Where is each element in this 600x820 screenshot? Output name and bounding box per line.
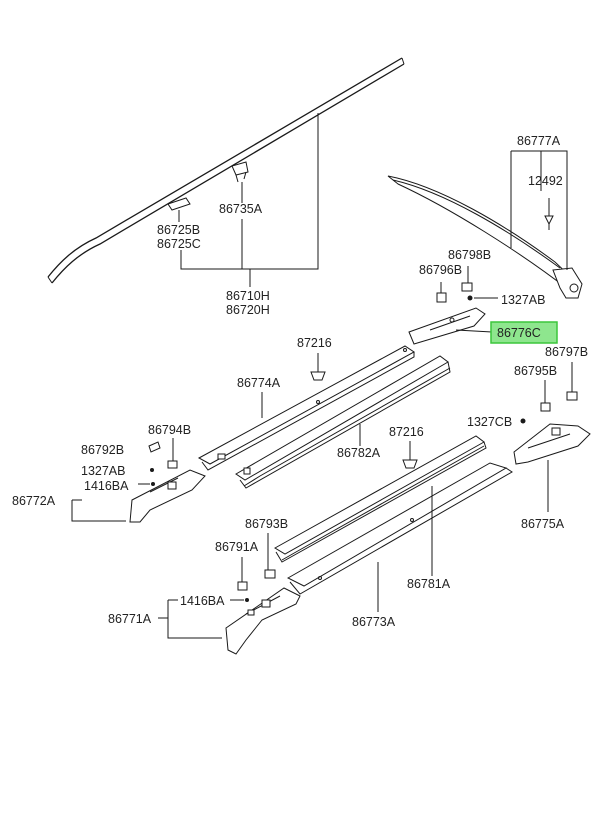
label-86791a[interactable]: 86791A [215, 540, 259, 554]
label-86798b[interactable]: 86798B [448, 248, 491, 262]
label-1327cb[interactable]: 1327CB [467, 415, 512, 429]
pad-86793b [264, 569, 276, 579]
rail-bracket-87216-upper [310, 353, 326, 381]
screw-1327ab-left [150, 468, 154, 472]
pad-86798b [461, 282, 473, 292]
label-86782a[interactable]: 86782A [337, 446, 381, 460]
label-1416ba-left[interactable]: 1416BA [84, 479, 129, 493]
label-1327ab-left[interactable]: 1327AB [81, 464, 125, 478]
screw-1327ab-top [467, 295, 473, 301]
screw-1327cb [520, 418, 526, 424]
label-87216-lower[interactable]: 87216 [389, 425, 424, 439]
label-86710h[interactable]: 86710H [226, 289, 270, 303]
highlighted-part-box[interactable] [490, 321, 558, 344]
end-cover-86772a [129, 469, 206, 523]
label-1416ba-lower[interactable]: 1416BA [180, 594, 225, 608]
pad-86792b [148, 441, 161, 453]
pad-86797b [566, 391, 578, 401]
pad-86794b [167, 460, 178, 469]
pad-86796b [436, 292, 447, 303]
label-1327ab-top[interactable]: 1327AB [501, 293, 545, 307]
label-87216-upper[interactable]: 87216 [297, 336, 332, 350]
rail-bracket-87216-lower [402, 441, 418, 469]
label-86796b[interactable]: 86796B [419, 263, 462, 277]
cross-bar-86777a [387, 175, 583, 299]
label-86794b[interactable]: 86794B [148, 423, 191, 437]
screw-12492 [544, 198, 554, 230]
label-86773a[interactable]: 86773A [352, 615, 396, 629]
molding-clip-86735a [231, 161, 249, 183]
side-rail-86774a [197, 345, 415, 471]
label-86781a[interactable]: 86781A [407, 577, 451, 591]
label-12492[interactable]: 12492 [528, 174, 563, 188]
roof-drip-molding [47, 57, 405, 284]
pad-86795b [540, 402, 551, 412]
label-86795b[interactable]: 86795B [514, 364, 557, 378]
end-cover-86771a [225, 587, 301, 655]
end-cover-86775a [513, 423, 591, 465]
rail-molding-86781a [274, 435, 487, 563]
screw-1416ba-lower [245, 598, 249, 602]
label-86725b[interactable]: 86725B [157, 223, 200, 237]
rail-molding-86782a [235, 355, 451, 489]
label-86777a[interactable]: 86777A [517, 134, 561, 148]
end-cover-86776c [408, 307, 486, 345]
label-86771a[interactable]: 86771A [108, 612, 152, 626]
label-86720h[interactable]: 86720H [226, 303, 270, 317]
pad-86791a [237, 581, 248, 591]
screw-1416ba-left [151, 482, 155, 486]
label-86774a[interactable]: 86774A [237, 376, 281, 390]
molding-clip-86725b [167, 197, 191, 211]
label-86775a[interactable]: 86775A [521, 517, 565, 531]
label-86776c[interactable]: 86776C [497, 326, 541, 340]
label-86735a[interactable]: 86735A [219, 202, 263, 216]
label-86792b[interactable]: 86792B [81, 443, 124, 457]
label-86793b[interactable]: 86793B [245, 517, 288, 531]
label-86725c[interactable]: 86725C [157, 237, 201, 251]
label-86797b[interactable]: 86797B [545, 345, 588, 359]
label-86772a[interactable]: 86772A [12, 494, 56, 508]
side-rail-86773a [286, 462, 513, 595]
